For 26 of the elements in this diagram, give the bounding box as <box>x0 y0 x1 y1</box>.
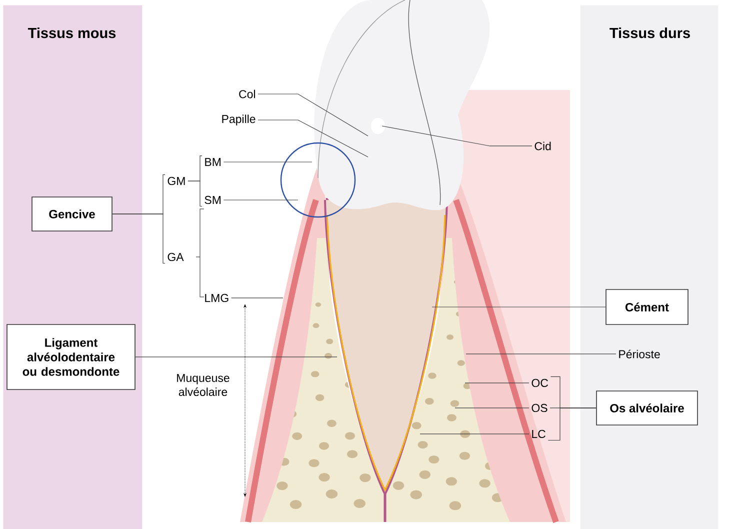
label-box: Ligament alvéolodentaire ou desmondonte <box>6 324 136 390</box>
label-box: Gencive <box>32 196 112 232</box>
part-label: OC <box>532 378 548 388</box>
label-box: Cément <box>606 289 688 325</box>
connector <box>112 214 166 264</box>
dimension-label: Muqueuse alvéolaire <box>177 374 230 396</box>
part-label: Col <box>239 90 256 98</box>
part-label: GA <box>168 252 184 262</box>
leader-line <box>382 126 532 146</box>
part-label: LMG <box>205 294 228 302</box>
connector <box>188 180 202 207</box>
leader-line <box>135 356 338 358</box>
part-label: LC <box>532 430 546 438</box>
label-box: Os alvéolaire <box>596 390 698 426</box>
leader-line <box>432 306 606 308</box>
connector <box>548 408 596 441</box>
leader-line <box>258 120 368 158</box>
part-label: GM <box>168 176 185 186</box>
part-label: SM <box>204 196 220 204</box>
part-label: Papille <box>222 114 256 126</box>
leader-line <box>258 94 368 136</box>
part-label: OS <box>532 404 548 412</box>
part-label: Cid <box>534 142 551 150</box>
part-label: Périoste <box>619 350 660 358</box>
part-label: BM <box>205 158 220 166</box>
leader-line <box>464 382 530 384</box>
